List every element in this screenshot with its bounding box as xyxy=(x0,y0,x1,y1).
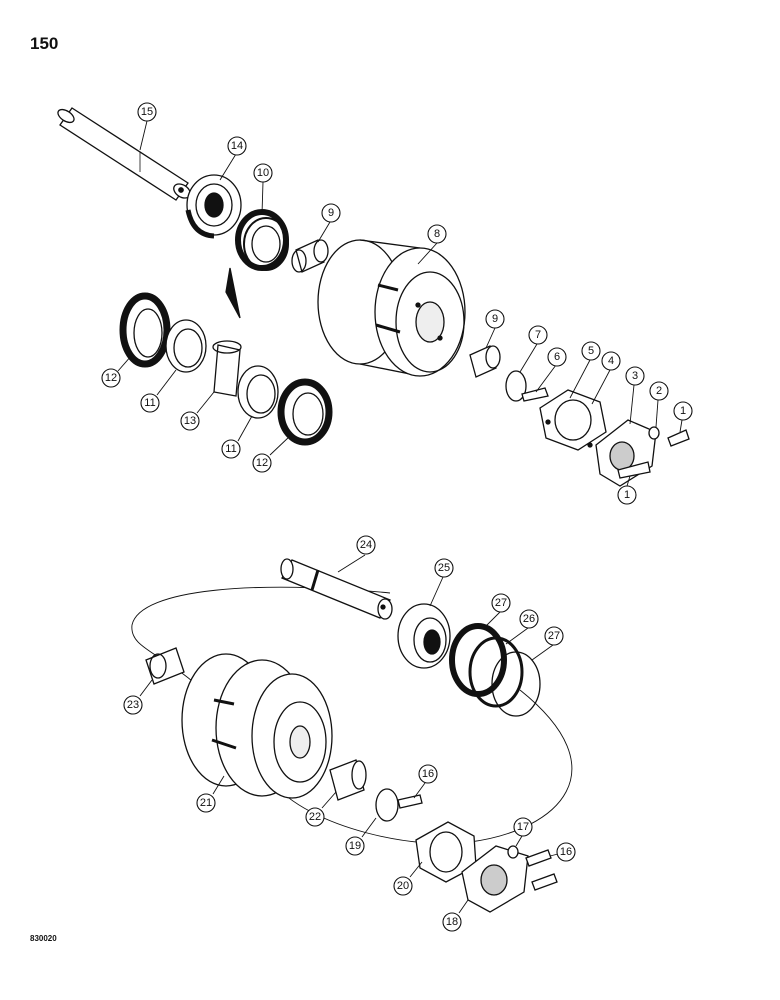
part-washer-17 xyxy=(507,845,519,859)
svg-text:10: 10 xyxy=(257,167,269,179)
part-seal-ring-right xyxy=(277,378,333,446)
part-bushing-lower-a xyxy=(145,647,185,685)
svg-text:13: 13 xyxy=(184,415,196,427)
callout-2: 2 xyxy=(649,381,669,401)
part-seal-assembly-lower xyxy=(449,623,541,717)
part-roller-upper xyxy=(317,239,466,377)
svg-text:18: 18 xyxy=(446,916,458,928)
part-cap-upper xyxy=(595,419,657,487)
part-bolt-16a xyxy=(397,794,423,809)
callout-26: 26 xyxy=(519,609,539,629)
svg-text:12: 12 xyxy=(105,372,117,384)
callout-4: 4 xyxy=(601,351,621,371)
part-shaft-upper xyxy=(57,107,191,201)
svg-text:22: 22 xyxy=(309,811,321,823)
part-bolt-1 xyxy=(667,429,690,447)
callout-19: 19 xyxy=(345,836,365,856)
svg-text:21: 21 xyxy=(200,797,212,809)
part-shaft-lower xyxy=(280,558,393,620)
callout-18: 18 xyxy=(442,912,462,932)
callout-11-right: 11 xyxy=(221,439,241,459)
svg-text:25: 25 xyxy=(438,562,450,574)
callout-27-lower: 27 xyxy=(544,626,564,646)
callout-8: 8 xyxy=(427,224,447,244)
callout-15: 15 xyxy=(137,102,157,122)
part-bushing-upper-b xyxy=(469,345,501,378)
callout-11-left: 11 xyxy=(140,393,160,413)
svg-text:8: 8 xyxy=(434,228,440,240)
callout-1-lower: 1 xyxy=(617,485,637,505)
callout-10: 10 xyxy=(253,163,273,183)
callout-17: 17 xyxy=(513,817,533,837)
svg-text:11: 11 xyxy=(144,397,155,409)
svg-text:27: 27 xyxy=(495,597,507,609)
part-cone-right xyxy=(237,365,279,419)
callout-24: 24 xyxy=(356,535,376,555)
callout-22: 22 xyxy=(305,807,325,827)
svg-text:16: 16 xyxy=(560,846,572,858)
part-bolt-16b xyxy=(525,849,552,867)
svg-text:19: 19 xyxy=(349,840,361,852)
svg-text:11: 11 xyxy=(225,443,236,455)
svg-text:17: 17 xyxy=(517,821,529,833)
callout-20: 20 xyxy=(393,876,413,896)
svg-text:15: 15 xyxy=(141,106,153,118)
svg-text:9: 9 xyxy=(492,313,498,325)
callout-14: 14 xyxy=(227,136,247,156)
part-cup xyxy=(212,340,242,397)
direction-pointer xyxy=(225,267,241,319)
callout-12-left: 12 xyxy=(101,368,121,388)
callout-7: 7 xyxy=(528,325,548,345)
callout-21: 21 xyxy=(196,793,216,813)
page-number: 150 xyxy=(30,34,59,53)
svg-text:23: 23 xyxy=(127,699,139,711)
part-seal-assembly-upper xyxy=(235,209,289,271)
part-cone-left xyxy=(165,319,207,373)
svg-text:5: 5 xyxy=(588,345,594,357)
svg-text:6: 6 xyxy=(554,351,560,363)
svg-text:1: 1 xyxy=(680,405,686,417)
svg-text:1: 1 xyxy=(624,489,630,501)
callout-6: 6 xyxy=(547,347,567,367)
svg-text:26: 26 xyxy=(523,613,535,625)
callout-16-lower: 16 xyxy=(556,842,576,862)
callout-1-upper: 1 xyxy=(673,401,693,421)
part-bushing-upper-a xyxy=(291,239,329,273)
part-washer-2 xyxy=(648,426,660,440)
svg-text:27: 27 xyxy=(548,630,560,642)
svg-text:4: 4 xyxy=(608,355,614,367)
part-bolt-16c xyxy=(531,873,558,891)
callout-9-upper: 9 xyxy=(321,203,341,223)
svg-text:16: 16 xyxy=(422,768,434,780)
callout-5: 5 xyxy=(581,341,601,361)
callout-23: 23 xyxy=(123,695,143,715)
part-washer-upper xyxy=(505,370,527,402)
svg-text:24: 24 xyxy=(360,539,372,551)
callout-13: 13 xyxy=(180,411,200,431)
callout-25: 25 xyxy=(434,558,454,578)
leader-lines xyxy=(117,120,683,914)
svg-text:3: 3 xyxy=(632,370,638,382)
part-bushing-lower-b xyxy=(329,759,367,801)
figure-code: 830020 xyxy=(30,934,57,943)
part-seal-ring-left xyxy=(119,292,171,368)
callout-12-right: 12 xyxy=(252,453,272,473)
callout-16-upper: 16 xyxy=(418,764,438,784)
part-roller-lower xyxy=(181,653,333,799)
svg-text:14: 14 xyxy=(231,140,243,152)
callout-27-upper: 27 xyxy=(491,593,511,613)
part-collar-lower xyxy=(397,603,451,669)
svg-text:9: 9 xyxy=(328,207,334,219)
svg-text:7: 7 xyxy=(535,329,541,341)
part-washer-lower xyxy=(375,788,399,822)
part-collar-upper xyxy=(185,174,242,239)
svg-text:2: 2 xyxy=(656,385,662,397)
callout-9-lower: 9 xyxy=(485,309,505,329)
callout-3: 3 xyxy=(625,366,645,386)
svg-text:20: 20 xyxy=(397,880,409,892)
part-plate-upper xyxy=(539,389,607,451)
svg-text:12: 12 xyxy=(256,457,268,469)
